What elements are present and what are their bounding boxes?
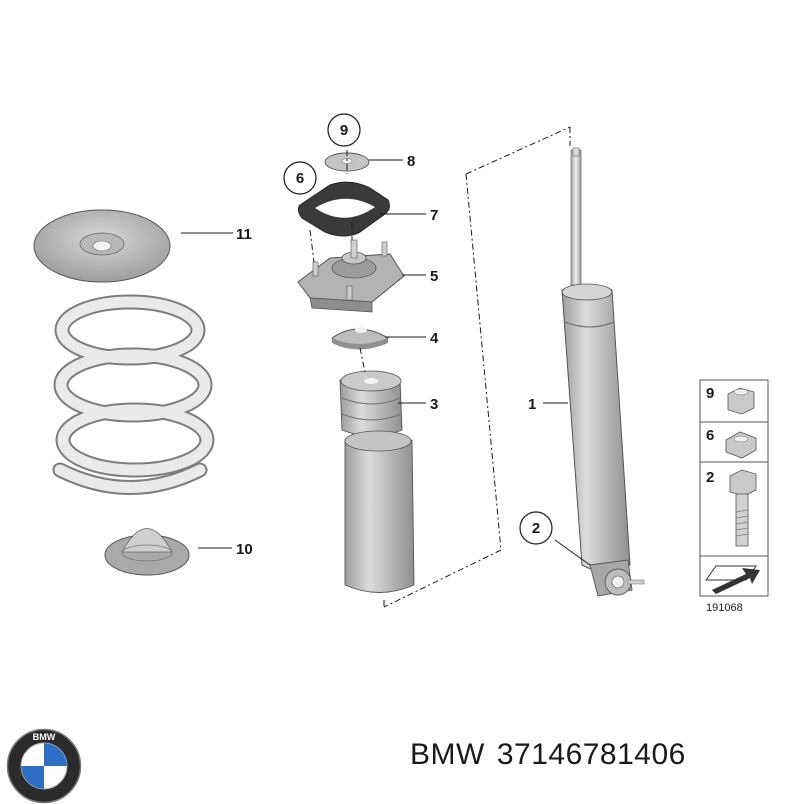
- nut-6-icon: [725, 431, 757, 459]
- callout-9: 9: [340, 122, 348, 139]
- gasket-7: [297, 181, 390, 237]
- callout-11: 11: [236, 226, 252, 243]
- part-caption: BMW 37146781406: [410, 738, 698, 772]
- diagram-ref-number: 191068: [706, 602, 743, 614]
- shock-absorber-1: [561, 147, 645, 597]
- legend-label-6: 6: [706, 427, 714, 444]
- bmw-logo-letters: BMW: [33, 732, 56, 742]
- callout-5: 5: [430, 268, 438, 285]
- spring-pad-upper: [33, 209, 171, 283]
- callout-circle-6: [283, 161, 317, 195]
- callout-7: 7: [430, 207, 438, 224]
- callout-8: 8: [407, 153, 415, 170]
- coil-spring: [52, 294, 215, 495]
- callout-2: 2: [532, 520, 540, 537]
- leader-lines: [181, 159, 591, 566]
- legend-label-9: 9: [706, 385, 714, 402]
- part-number: 37146781406: [496, 738, 686, 771]
- bolt-2-icon: [729, 469, 757, 547]
- bmw-logo: BMW: [6, 728, 82, 804]
- bump-cap-4: [331, 327, 389, 350]
- callout-labels: 11 10 8 7 5 4 3 1 9 6 2: [236, 113, 553, 558]
- callout-circle-9: [327, 113, 361, 147]
- spring-pad-lower: [104, 528, 190, 576]
- callout-circle-2: [519, 511, 553, 545]
- top-mount-5: [297, 239, 405, 313]
- fastener-legend: 9 6 2 191068: [699, 379, 769, 614]
- legend-label-2: 2: [706, 469, 714, 486]
- assembly-dashed-lines: [309, 126, 571, 608]
- nut-9-icon: [727, 387, 755, 415]
- callout-6: 6: [296, 170, 304, 187]
- bump-stop-3: [339, 370, 415, 593]
- callout-10: 10: [236, 541, 253, 558]
- callout-4: 4: [430, 330, 439, 347]
- brand-name: BMW: [410, 738, 485, 771]
- callout-1: 1: [528, 396, 536, 413]
- callout-3: 3: [430, 396, 438, 413]
- direction-arrow-icon: [705, 565, 760, 594]
